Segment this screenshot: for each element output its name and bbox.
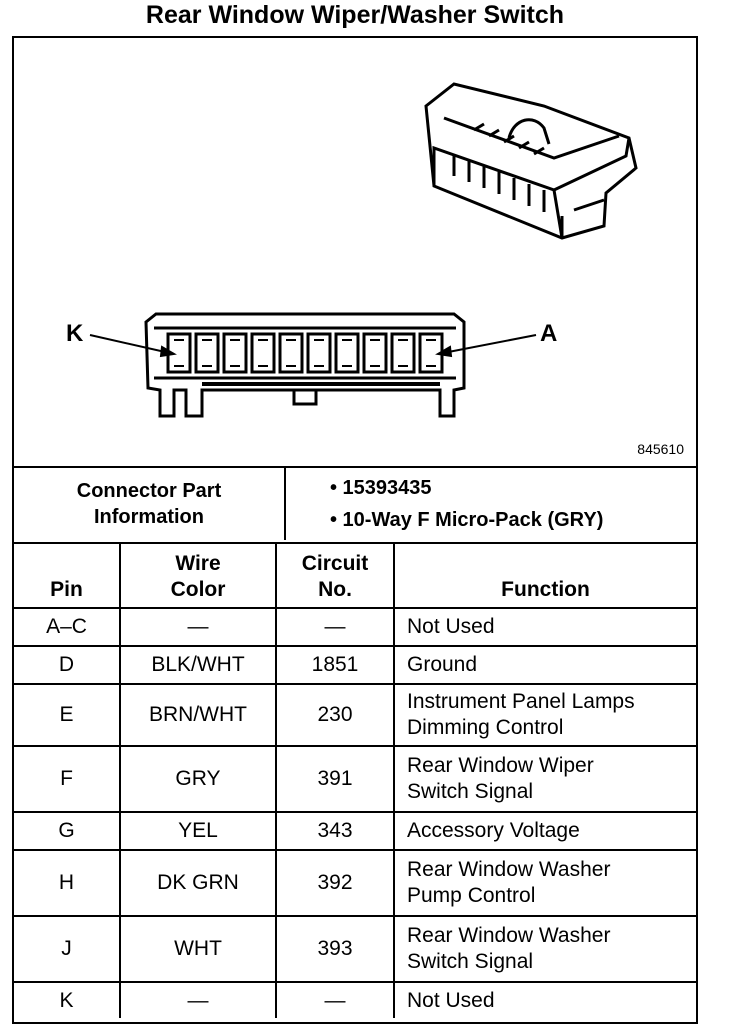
wire-color-cell: —: [119, 607, 277, 647]
function-line2: Pump Control: [407, 884, 536, 907]
wire-color-cell: GRY: [119, 745, 277, 813]
callout-pin-k: K: [66, 320, 84, 347]
pin-cell: K: [14, 981, 121, 1018]
connector-info-values: • 15393435 • 10-Way F Micro-Pack (GRY): [285, 466, 696, 540]
function-line2: Switch Signal: [407, 950, 534, 973]
function-line2: Dimming Control: [407, 716, 564, 739]
table-row: G YEL 343 Accessory Voltage: [14, 811, 696, 851]
connector-description: • 10-Way F Micro-Pack (GRY): [330, 509, 604, 531]
pin-cell: J: [14, 915, 121, 983]
pin-cell: D: [14, 645, 121, 685]
function-cell: Accessory Voltage: [393, 811, 696, 851]
header-wire-color: Wire Color: [119, 542, 277, 609]
connector-front-view: [144, 312, 466, 418]
circuit-cell: 393: [275, 915, 395, 983]
pin-cell: F: [14, 745, 121, 813]
wire-color-cell: BRN/WHT: [119, 683, 277, 747]
connector-cavities: [166, 332, 444, 374]
figure-number: 845610: [637, 441, 684, 457]
function-line2: Switch Signal: [407, 780, 534, 803]
callout-pin-a: A: [540, 320, 558, 347]
function-line1: Rear Window Wiper: [407, 754, 594, 777]
pin-cell: G: [14, 811, 121, 851]
header-function: Function: [393, 542, 696, 609]
connector-sheet: K A 845610 Connector Part Information • …: [12, 36, 698, 1024]
page-title: Rear Window Wiper/Washer Switch: [145, 1, 565, 29]
connector-info-label-line2: Information: [94, 506, 204, 528]
function-cell: Instrument Panel Lamps Dimming Control: [393, 683, 696, 747]
connector-info-label: Connector Part Information: [14, 466, 286, 540]
header-circuit-line1: Circuit: [301, 552, 369, 575]
function-cell: Rear Window Washer Switch Signal: [393, 915, 696, 983]
pin-cell: E: [14, 683, 121, 747]
connector-figure: K A 845610: [14, 38, 696, 466]
function-cell: Rear Window Wiper Switch Signal: [393, 745, 696, 813]
wire-color-cell: DK GRN: [119, 849, 277, 917]
callout-leaders: [89, 334, 537, 358]
connector-drawing: [89, 82, 638, 418]
table-row: K — — Not Used: [14, 981, 696, 1018]
connector-info-label-line1: Connector Part: [76, 480, 222, 502]
connector-info-row: Connector Part Information • 15393435 • …: [14, 466, 696, 540]
pin-cell: H: [14, 849, 121, 917]
table-row: E BRN/WHT 230 Instrument Panel Lamps Dim…: [14, 683, 696, 747]
circuit-cell: —: [275, 607, 395, 647]
cavity-latches: [174, 339, 436, 367]
pinout-table: Pin Wire Color Circuit No. Function A–C …: [14, 542, 696, 1018]
circuit-cell: 1851: [275, 645, 395, 685]
header-circuit-no: Circuit No.: [275, 542, 395, 609]
table-row: F GRY 391 Rear Window Wiper Switch Signa…: [14, 745, 696, 813]
connector-isometric-illustration: [424, 82, 638, 240]
circuit-cell: 343: [275, 811, 395, 851]
header-pin: Pin: [14, 542, 121, 609]
header-wire-line2: Color: [170, 578, 226, 601]
function-line1: Rear Window Washer: [407, 858, 611, 881]
function-line1: Rear Window Washer: [407, 924, 611, 947]
circuit-cell: 391: [275, 745, 395, 813]
pinout-header-row: Pin Wire Color Circuit No. Function: [14, 542, 696, 609]
circuit-cell: —: [275, 981, 395, 1018]
function-cell: Not Used: [393, 607, 696, 647]
part-number: • 15393435: [330, 477, 432, 499]
function-cell: Not Used: [393, 981, 696, 1018]
circuit-cell: 230: [275, 683, 395, 747]
wire-color-cell: WHT: [119, 915, 277, 983]
header-wire-line1: Wire: [175, 552, 221, 575]
connector-info-table: Connector Part Information • 15393435 • …: [14, 466, 696, 540]
table-row: J WHT 393 Rear Window Washer Switch Sign…: [14, 915, 696, 983]
table-row: H DK GRN 392 Rear Window Washer Pump Con…: [14, 849, 696, 917]
wire-color-cell: YEL: [119, 811, 277, 851]
wire-color-cell: —: [119, 981, 277, 1018]
pin-cell: A–C: [14, 607, 121, 647]
function-cell: Ground: [393, 645, 696, 685]
table-row: A–C — — Not Used: [14, 607, 696, 647]
table-row: D BLK/WHT 1851 Ground: [14, 645, 696, 685]
function-line1: Instrument Panel Lamps: [407, 690, 635, 713]
header-circuit-line2: No.: [318, 578, 352, 601]
function-cell: Rear Window Washer Pump Control: [393, 849, 696, 917]
wire-color-cell: BLK/WHT: [119, 645, 277, 685]
circuit-cell: 392: [275, 849, 395, 917]
